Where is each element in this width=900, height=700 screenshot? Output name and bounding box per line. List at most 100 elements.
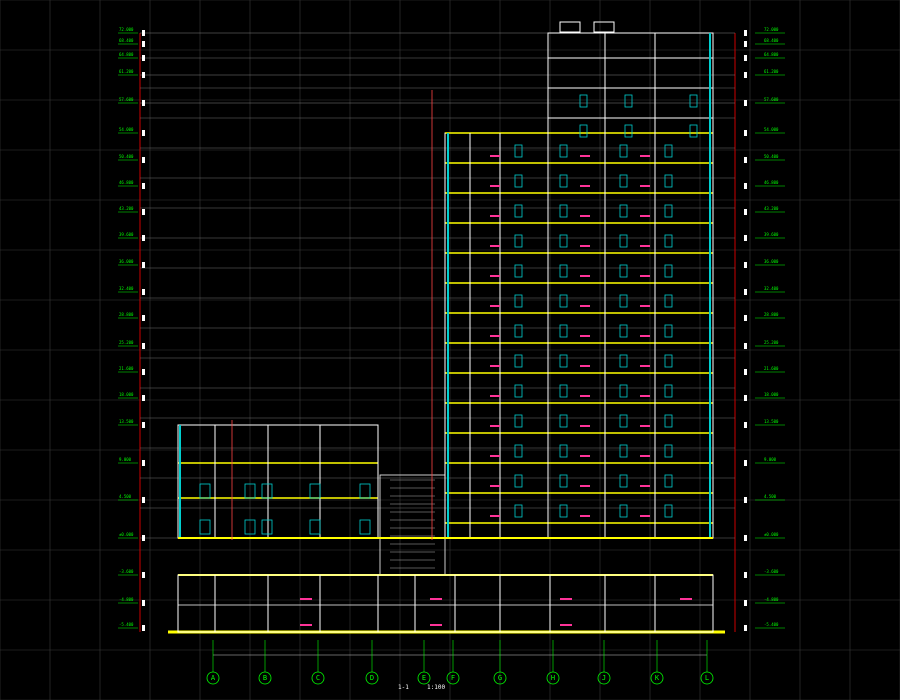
window-marker: [619, 354, 628, 368]
left-level-label: 54.000: [119, 127, 134, 132]
right-level-label: 43.200: [764, 206, 779, 211]
axis-label: H: [551, 674, 555, 682]
left-level-label: -5.400: [119, 622, 134, 627]
room-tag: [490, 155, 500, 157]
level-markers: -5.400-4.800-3.600±0.0004.5009.00013.500…: [118, 27, 785, 631]
axis-bubble: [206, 671, 220, 685]
right-level-tick: [744, 183, 747, 189]
axis-bubble: [493, 671, 507, 685]
left-level-label: 25.200: [119, 340, 134, 345]
axis-bubble: [365, 671, 379, 685]
left-level-label: 64.800: [119, 52, 134, 57]
axis-label: D: [370, 674, 374, 682]
right-level-label: 72.000: [764, 27, 779, 32]
axis-label: F: [451, 674, 455, 682]
roof-structure: [593, 21, 615, 33]
window-marker: [664, 384, 673, 398]
left-level-tick: [142, 209, 145, 215]
podium-window: [199, 483, 211, 499]
left-level-tick: [142, 343, 145, 349]
left-level-label: 57.600: [119, 97, 134, 102]
window-marker: [624, 94, 633, 108]
room-tag: [490, 275, 500, 277]
window-marker: [664, 294, 673, 308]
right-level-tick: [744, 209, 747, 215]
section-scale: 1:100: [427, 684, 445, 691]
right-level-label: -3.600: [764, 569, 779, 574]
window-marker: [664, 204, 673, 218]
room-tag: [640, 275, 650, 277]
right-level-label: 61.200: [764, 69, 779, 74]
window-marker: [689, 124, 698, 138]
left-level-tick: [142, 157, 145, 163]
left-level-tick: [142, 572, 145, 578]
room-tag: [640, 215, 650, 217]
room-tag: [490, 185, 500, 187]
right-level-tick: [744, 343, 747, 349]
left-level-tick: [142, 130, 145, 136]
window-marker: [619, 324, 628, 338]
axis-bubble: [446, 671, 460, 685]
right-level-label: 39.600: [764, 232, 779, 237]
room-tag: [640, 305, 650, 307]
left-level-tick: [142, 183, 145, 189]
right-level-label: 9.000: [764, 457, 777, 462]
left-level-label: 39.600: [119, 232, 134, 237]
window-marker: [559, 324, 568, 338]
window-marker: [514, 444, 523, 458]
left-level-label: 9.000: [119, 457, 132, 462]
section-title: 1-1: [398, 684, 409, 691]
axis-bubble: [650, 671, 664, 685]
right-level-label: 32.400: [764, 286, 779, 291]
room-tag: [640, 395, 650, 397]
window-marker: [559, 144, 568, 158]
room-tag: [580, 485, 590, 487]
left-level-tick: [142, 262, 145, 268]
axis-label: E: [422, 674, 426, 682]
room-tag: [640, 425, 650, 427]
room-tag: [490, 215, 500, 217]
window-marker: [559, 384, 568, 398]
window-marker: [514, 384, 523, 398]
left-level-tick: [142, 100, 145, 106]
right-level-label: 36.000: [764, 259, 779, 264]
building-section: [139, 21, 736, 634]
basement-tag: [300, 598, 312, 600]
right-level-tick: [744, 315, 747, 321]
room-tag: [490, 395, 500, 397]
basement-tag: [430, 598, 442, 600]
room-tag: [640, 245, 650, 247]
left-level-tick: [142, 395, 145, 401]
window-marker: [664, 324, 673, 338]
window-marker: [624, 124, 633, 138]
window-marker: [514, 174, 523, 188]
left-level-label: 13.500: [119, 419, 134, 424]
left-level-label: 72.000: [119, 27, 134, 32]
left-level-label: 46.800: [119, 180, 134, 185]
right-level-label: 64.800: [764, 52, 779, 57]
window-marker: [664, 144, 673, 158]
left-level-label: 18.000: [119, 392, 134, 397]
window-marker: [664, 354, 673, 368]
right-level-tick: [744, 422, 747, 428]
podium-window: [359, 519, 371, 535]
window-marker: [619, 294, 628, 308]
room-tag: [580, 185, 590, 187]
room-tag: [490, 515, 500, 517]
right-level-tick: [744, 55, 747, 61]
window-marker: [689, 94, 698, 108]
room-tag: [580, 395, 590, 397]
window-marker: [559, 474, 568, 488]
window-marker: [619, 504, 628, 518]
left-level-label: 61.200: [119, 69, 134, 74]
right-level-label: 28.800: [764, 312, 779, 317]
right-level-label: 4.500: [764, 494, 777, 499]
left-level-tick: [142, 30, 145, 36]
room-tag: [490, 485, 500, 487]
basement-tag: [680, 598, 692, 600]
left-level-label: 43.200: [119, 206, 134, 211]
window-marker: [559, 294, 568, 308]
left-level-tick: [142, 460, 145, 466]
